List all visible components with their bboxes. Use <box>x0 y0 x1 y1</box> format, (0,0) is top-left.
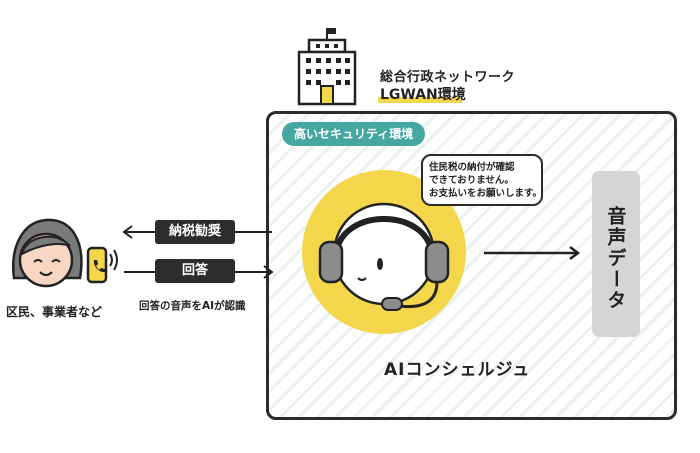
tax-reminder-pill: 納税勧奨 <box>155 220 235 244</box>
government-building-icon <box>297 28 357 106</box>
network-subtitle: LGWAN環境 <box>380 87 466 103</box>
network-title: 総合行政ネットワーク <box>380 70 516 85</box>
citizen-label: 区民、事業者など <box>6 305 103 319</box>
voice-data-label: 音声データ <box>604 205 627 311</box>
network-subtitle-underline <box>378 97 462 103</box>
speech-line: 住民税の納付が確認 <box>429 162 515 173</box>
answer-recognition-note: 回答の音声をAIが認識 <box>139 300 246 312</box>
speech-line: できておりません。 <box>429 175 514 186</box>
security-badge: 高いセキュリティ環境 <box>282 122 426 146</box>
ai-concierge-label: AIコンシェルジュ <box>384 360 531 380</box>
ai-concierge-headset-icon <box>302 170 466 334</box>
citizen-with-phone-icon <box>12 218 118 288</box>
answer-pill: 回答 <box>155 259 235 283</box>
speech-line: お支払いをお願いします。 <box>429 188 543 199</box>
speech-bubble: 住民税の納付が確認 できておりません。 お支払いをお願いします。 <box>421 154 543 206</box>
output-arrow <box>484 246 581 260</box>
voice-data-box <box>592 171 640 337</box>
